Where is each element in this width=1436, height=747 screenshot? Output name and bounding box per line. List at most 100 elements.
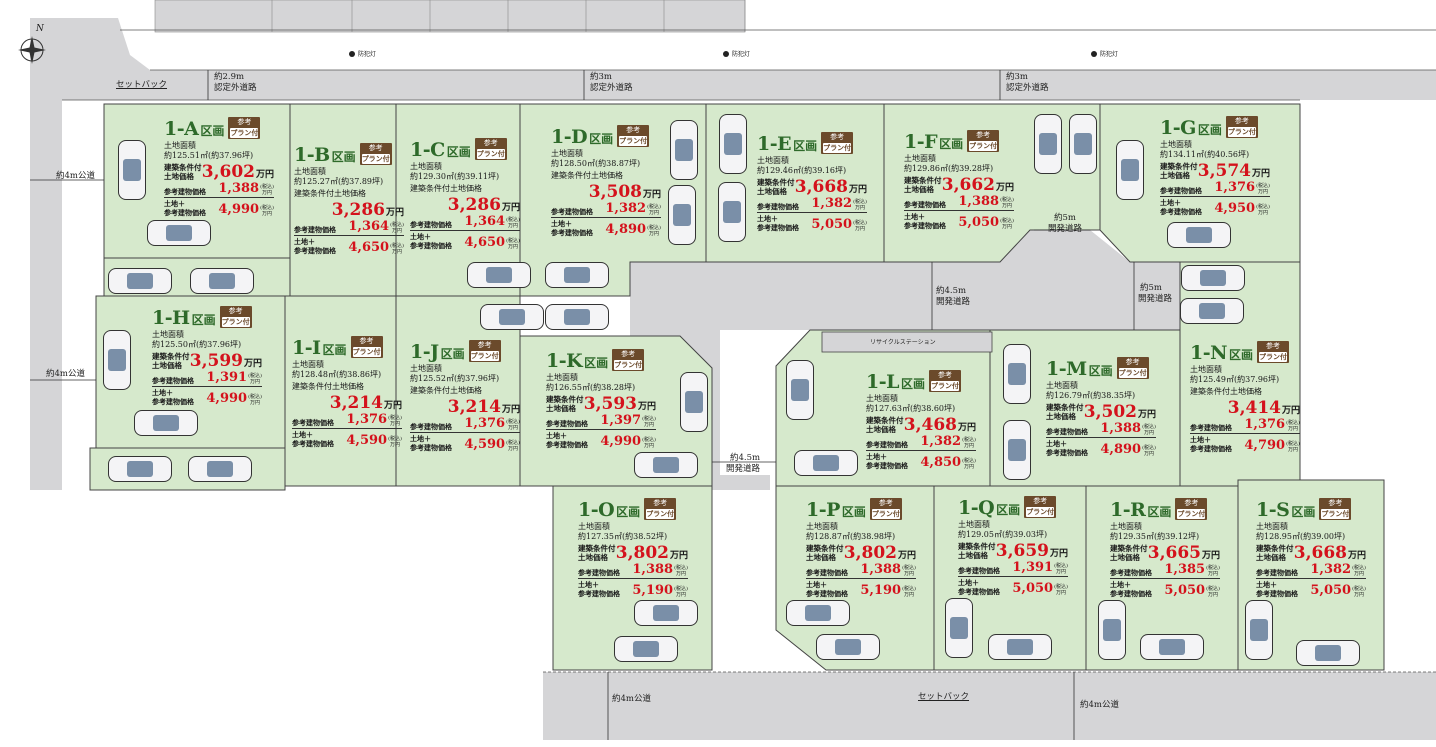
unit-label: 万円: [1144, 430, 1155, 436]
tax-label: (税込): [1000, 218, 1014, 224]
car-icon: [480, 304, 544, 330]
land-price-unit: 万円: [501, 405, 520, 415]
land-price-unit: 万円: [1049, 549, 1068, 559]
plan-badge: 参考プラン付: [468, 340, 501, 362]
land-price: 3,602: [201, 162, 255, 182]
total-price: 5,050: [811, 217, 853, 232]
lot-suffix: 区画: [1228, 348, 1253, 362]
car-icon: [634, 452, 698, 478]
land-price-label-1: 建築条件付: [866, 416, 904, 425]
car-icon: [614, 636, 678, 662]
land-price-label-2: 土地価格: [1256, 553, 1286, 562]
total-price-label-2: 参考建物価格: [410, 443, 452, 452]
lot-id: 1-O: [578, 499, 615, 521]
land-price: 3,508: [588, 182, 642, 202]
divider: [410, 230, 520, 231]
north-road-width-2: 約3m: [590, 72, 612, 82]
lot-suffix: 区画: [584, 356, 609, 370]
car-window: [1103, 619, 1121, 641]
unit-label: 万円: [392, 249, 403, 255]
divider: [164, 197, 274, 198]
area-label: 土地面積: [904, 154, 936, 163]
car-icon: [1180, 298, 1244, 324]
tax-unit: (税込)万円: [1206, 565, 1220, 577]
tax-label: (税込): [674, 586, 688, 592]
land-price-label-1: 建築条件付: [1256, 544, 1294, 553]
plan-badge: 参考プラン付: [617, 125, 650, 147]
area-label: 土地面積: [410, 162, 442, 171]
car-window: [108, 349, 126, 371]
car-icon: [147, 220, 211, 246]
building-price: 1,391: [1012, 560, 1054, 575]
total-price-label-1: 土地＋: [1110, 580, 1131, 589]
land-price-label: 建築条件付土地価格: [551, 171, 623, 180]
area-label: 土地面積: [757, 156, 789, 165]
plan-badge: 参考プラン付: [967, 130, 1000, 152]
tax-label: (税込): [248, 394, 262, 400]
land-price-unit: 万円: [1281, 406, 1300, 416]
street-light-icon: [723, 51, 729, 57]
lot-id: 1-A: [164, 118, 199, 140]
plan-badge: 参考プラン付: [1319, 498, 1352, 520]
lot-id: 1-H: [152, 307, 190, 329]
tax-unit: (税込)万円: [1054, 563, 1068, 575]
plan-badge: 参考プラン付: [928, 370, 961, 392]
building-price-label: 参考建物価格: [866, 440, 908, 449]
land-price-label-2: 土地価格: [1110, 553, 1140, 562]
car-icon: [1140, 634, 1204, 660]
total-price-label: 土地＋参考建物価格: [1160, 198, 1214, 216]
plan-badge-line-2: プラン付: [619, 136, 648, 146]
area-value: 約125.27㎡(約37.89坪): [294, 177, 384, 186]
car-icon: [719, 114, 747, 174]
plan-badge-line-2: プラン付: [930, 381, 959, 391]
tax-label: (税込): [647, 204, 661, 210]
lot-id: 1-I: [292, 337, 321, 359]
land-price: 3,802: [615, 543, 669, 563]
tax-label: (税込): [1000, 197, 1014, 203]
total-price-label: 土地＋参考建物価格: [958, 578, 1012, 596]
unit-label: 万円: [1288, 447, 1299, 453]
tax-label: (税込): [390, 222, 404, 228]
tax-label: (税込): [506, 238, 520, 244]
total-price: 4,590: [464, 437, 506, 452]
land-price: 3,286: [331, 200, 385, 220]
area-label: 土地面積: [578, 522, 610, 531]
plan-badge: 参考プラン付: [1225, 116, 1258, 138]
tax-label: (税込): [506, 419, 520, 425]
land-price-label-2: 土地価格: [1160, 171, 1190, 180]
car-icon: [1245, 600, 1273, 660]
building-price: 1,364: [348, 219, 390, 234]
unit-label: 万円: [1258, 210, 1269, 216]
tax-label: (税込): [260, 205, 274, 211]
lot-suffix: 区画: [331, 150, 356, 164]
car-window: [724, 133, 742, 155]
total-price-label-1: 土地＋: [904, 212, 925, 221]
tax-label: (税込): [1054, 563, 1068, 569]
land-price-label: 建築条件付土地価格: [904, 176, 942, 194]
lot-id: 1-C: [410, 139, 445, 161]
street-light-icon: [349, 51, 355, 57]
car-window: [1008, 363, 1026, 385]
car-window: [209, 273, 235, 289]
area-value: 約127.63㎡(約38.60坪): [866, 404, 956, 413]
land-price-label-1: 建築条件付: [578, 544, 616, 553]
plan-badge-line-2: プラン付: [470, 351, 499, 361]
total-price-label-1: 土地＋: [578, 580, 599, 589]
land-price-label-2: 土地価格: [806, 553, 836, 562]
